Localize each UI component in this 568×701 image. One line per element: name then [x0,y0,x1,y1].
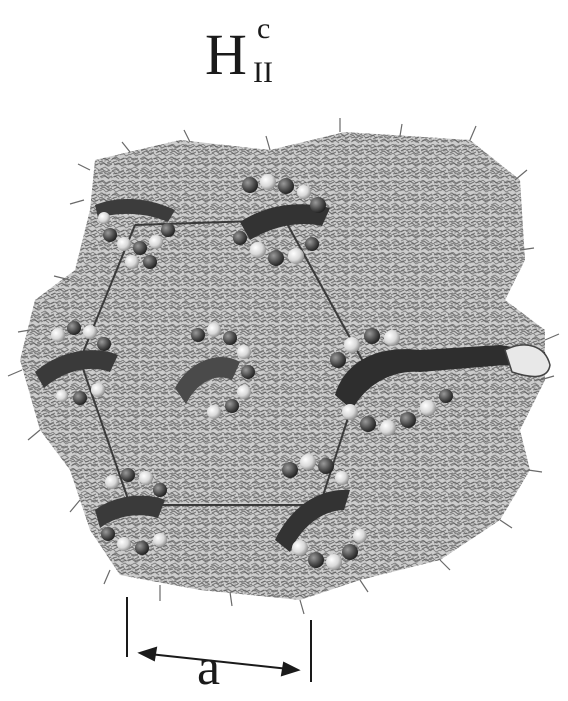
dimension-arrowhead-left [140,648,156,660]
dimension-arrowhead-right [282,663,298,675]
lattice-parameter-label: a [197,642,220,694]
